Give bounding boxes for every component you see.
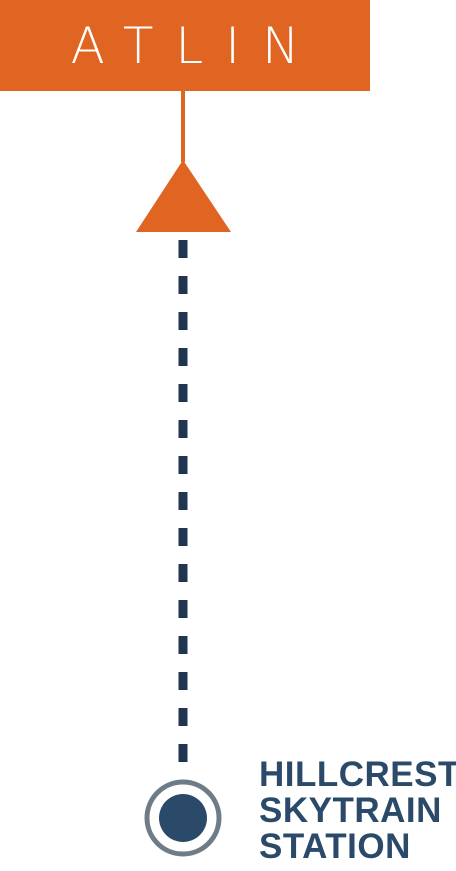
station-label: HILLCREST SKYTRAIN STATION <box>259 757 456 865</box>
station-label-line-1: HILLCREST <box>259 755 456 794</box>
destination-label: ATLIN <box>70 16 322 75</box>
station-label-line-3: STATION <box>259 827 411 866</box>
station-marker-dot <box>159 794 207 842</box>
station-label-line-2: SKYTRAIN <box>259 791 442 830</box>
direction-arrow-icon <box>136 160 231 232</box>
destination-sign: ATLIN <box>0 0 370 91</box>
